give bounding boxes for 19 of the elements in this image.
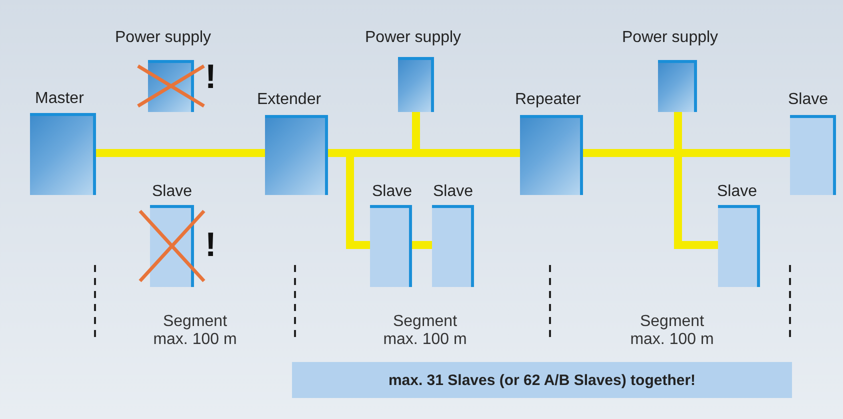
warning-mark: ! [205, 58, 216, 97]
segment-label: Segment max. 100 m [382, 313, 468, 349]
segment-label: Segment max. 100 m [152, 313, 238, 349]
warning-mark: ! [205, 226, 216, 265]
device-label: Master [35, 90, 84, 108]
device-label: Slave [433, 183, 474, 201]
segment-label: Segment max. 100 m [629, 313, 715, 349]
bus-line [412, 241, 432, 249]
device-label: Slave [152, 183, 192, 201]
device-label: Power supply [622, 29, 718, 47]
bus-line [96, 149, 265, 157]
device-label: Extender [257, 91, 322, 109]
device-label: Power supply [115, 29, 212, 47]
device-label: Power supply [365, 29, 462, 47]
device-label: Slave [717, 183, 758, 201]
device-label: Repeater [515, 91, 581, 109]
device-label: Slave [788, 91, 828, 109]
note-banner: max. 31 Slaves (or 62 A/B Slaves) together! [292, 362, 792, 398]
device-label: Slave [372, 183, 412, 201]
